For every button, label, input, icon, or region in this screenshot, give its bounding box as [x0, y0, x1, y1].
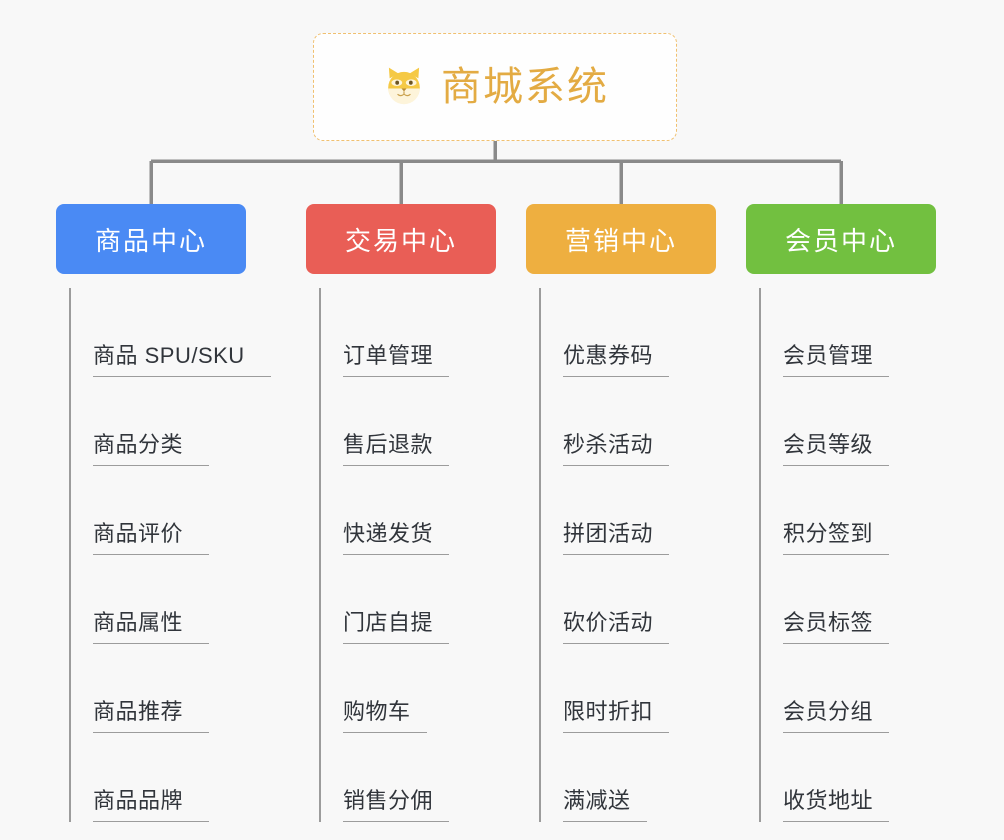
list-item[interactable]: 商品推荐 — [71, 644, 246, 733]
list-item[interactable]: 售后退款 — [321, 377, 496, 466]
list-item[interactable]: 积分签到 — [761, 466, 936, 555]
list-item[interactable]: 商品评价 — [71, 466, 246, 555]
list-item-label: 商品推荐 — [93, 698, 210, 733]
list-item-label: 销售分佣 — [343, 787, 450, 822]
list-item-label: 优惠券码 — [563, 342, 670, 377]
list-item[interactable]: 满减送 — [541, 733, 716, 822]
list-item[interactable]: 商品属性 — [71, 555, 246, 644]
list-item-label: 限时折扣 — [563, 698, 670, 733]
category-header-label: 营销中心 — [564, 225, 677, 256]
list-item[interactable]: 商品分类 — [71, 377, 246, 466]
list-item[interactable]: 会员标签 — [761, 555, 936, 644]
list-item[interactable]: 商品 SPU/SKU — [71, 288, 271, 377]
list-item-label: 会员等级 — [783, 431, 890, 466]
list-item-label: 拼团活动 — [563, 520, 670, 555]
list-item[interactable]: 收货地址 — [761, 733, 936, 822]
list-item[interactable]: 拼团活动 — [541, 466, 716, 555]
item-list: 优惠券码 秒杀活动 拼团活动 砍价活动 限时折扣 满减送 — [539, 288, 716, 822]
category-column-yingxiao: 营销中心 优惠券码 秒杀活动 拼团活动 砍价活动 限时折扣 满减送 — [526, 204, 716, 822]
category-column-huiyuan: 会员中心 会员管理 会员等级 积分签到 会员标签 会员分组 收货地址 — [746, 204, 936, 822]
item-list: 订单管理 售后退款 快递发货 门店自提 购物车 销售分佣 — [319, 288, 496, 822]
item-list: 会员管理 会员等级 积分签到 会员标签 会员分组 收货地址 — [759, 288, 936, 822]
list-item-label: 商品属性 — [93, 609, 210, 644]
category-header-huiyuan[interactable]: 会员中心 — [746, 204, 936, 274]
list-item[interactable]: 砍价活动 — [541, 555, 716, 644]
list-item[interactable]: 销售分佣 — [321, 733, 496, 822]
list-item-label: 积分签到 — [783, 520, 890, 555]
list-item[interactable]: 秒杀活动 — [541, 377, 716, 466]
list-item-label: 会员分组 — [783, 698, 890, 733]
list-item-label: 商品评价 — [93, 520, 210, 555]
list-item-label: 购物车 — [343, 698, 427, 733]
category-header-label: 交易中心 — [344, 225, 457, 256]
list-item-label: 快递发货 — [343, 520, 450, 555]
category-header-jiaoyi[interactable]: 交易中心 — [306, 204, 496, 274]
list-item-label: 满减送 — [563, 787, 647, 822]
root-title: 商城系统 — [441, 65, 609, 109]
list-item[interactable]: 门店自提 — [321, 555, 496, 644]
category-column-shangpin: 商品中心 商品 SPU/SKU 商品分类 商品评价 商品属性 商品推荐 商品品牌 — [56, 204, 271, 822]
category-header-yingxiao[interactable]: 营销中心 — [526, 204, 716, 274]
list-item[interactable]: 商品品牌 — [71, 733, 246, 822]
list-item[interactable]: 订单管理 — [321, 288, 496, 377]
list-item-label: 收货地址 — [783, 787, 890, 822]
list-item-label: 会员标签 — [783, 609, 890, 644]
list-item-label: 会员管理 — [783, 342, 890, 377]
list-item-label: 商品 SPU/SKU — [93, 342, 271, 377]
category-header-label: 商品中心 — [94, 225, 207, 256]
list-item-label: 门店自提 — [343, 609, 450, 644]
list-item-label: 秒杀活动 — [563, 431, 670, 466]
list-item[interactable]: 购物车 — [321, 644, 496, 733]
list-item[interactable]: 会员分组 — [761, 644, 936, 733]
shiba-dog-face-icon — [388, 67, 420, 105]
list-item-label: 订单管理 — [343, 342, 450, 377]
root-node[interactable]: 商城系统 — [313, 33, 677, 141]
category-header-label: 会员中心 — [784, 225, 897, 256]
list-item-label: 砍价活动 — [563, 609, 670, 644]
list-item[interactable]: 会员管理 — [761, 288, 936, 377]
list-item-label: 商品分类 — [93, 431, 210, 466]
list-item[interactable]: 限时折扣 — [541, 644, 716, 733]
category-header-shangpin[interactable]: 商品中心 — [56, 204, 246, 274]
list-item-label: 售后退款 — [343, 431, 450, 466]
item-list: 商品 SPU/SKU 商品分类 商品评价 商品属性 商品推荐 商品品牌 — [69, 288, 271, 822]
list-item[interactable]: 会员等级 — [761, 377, 936, 466]
list-item[interactable]: 快递发货 — [321, 466, 496, 555]
category-column-jiaoyi: 交易中心 订单管理 售后退款 快递发货 门店自提 购物车 销售分佣 — [306, 204, 496, 822]
list-item[interactable]: 优惠券码 — [541, 288, 716, 377]
list-item-label: 商品品牌 — [93, 787, 210, 822]
